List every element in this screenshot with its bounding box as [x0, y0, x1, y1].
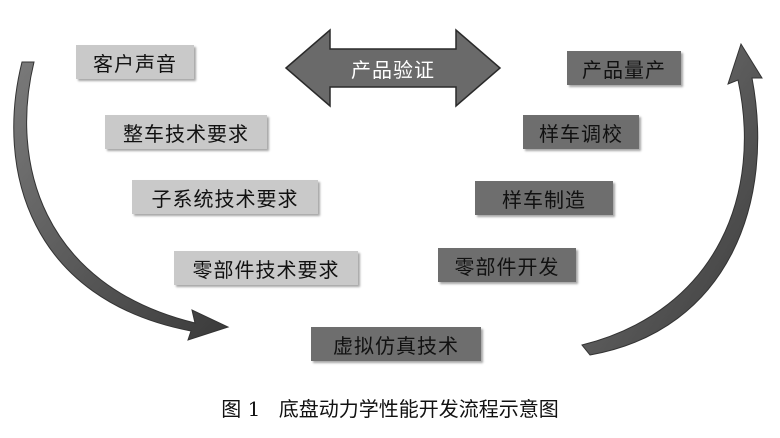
- double-arrow-label: 产品验证: [351, 57, 435, 82]
- double-arrow: [284, 28, 502, 108]
- figure-caption: 图 1 底盘动力学性能开发流程示意图: [0, 393, 780, 422]
- box-mass-production: 产品量产: [567, 51, 681, 85]
- figure-number: 图 1: [221, 397, 261, 421]
- box-virtual-simulation: 虚拟仿真技术: [311, 327, 481, 361]
- left-curved-arrow: [13, 61, 230, 341]
- right-curved-arrow: [581, 42, 763, 356]
- box-prototype-tuning: 样车调校: [523, 115, 639, 149]
- box-vehicle-requirements: 整车技术要求: [105, 115, 267, 149]
- box-subsystem-requirements: 子系统技术要求: [132, 180, 318, 214]
- figure-title: 底盘动力学性能开发流程示意图: [278, 397, 559, 421]
- box-customer-voice: 客户声音: [76, 45, 194, 79]
- box-component-development: 零部件开发: [438, 248, 576, 282]
- box-prototype-manufacturing: 样车制造: [475, 181, 613, 215]
- box-component-requirements: 零部件技术要求: [174, 251, 358, 285]
